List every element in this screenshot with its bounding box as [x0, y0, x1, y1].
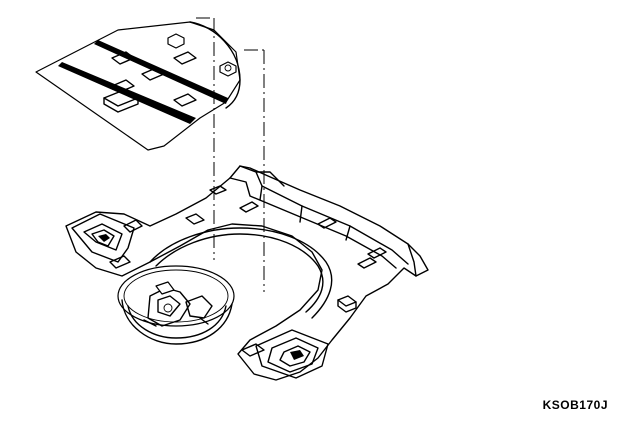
spare-wheel-well-rim — [149, 227, 333, 319]
mat-detail-view — [35, 21, 241, 151]
alignment-leaders — [196, 17, 265, 292]
left-tie-down-pocket — [71, 213, 143, 269]
mat-clips — [167, 33, 237, 77]
right-tie-down-pocket — [241, 329, 329, 379]
trunk-floor-panel — [65, 165, 429, 381]
figure-code-label: KSOB170J — [542, 398, 608, 412]
spare-wheel-tub — [117, 265, 235, 345]
mat-pads — [103, 51, 197, 113]
